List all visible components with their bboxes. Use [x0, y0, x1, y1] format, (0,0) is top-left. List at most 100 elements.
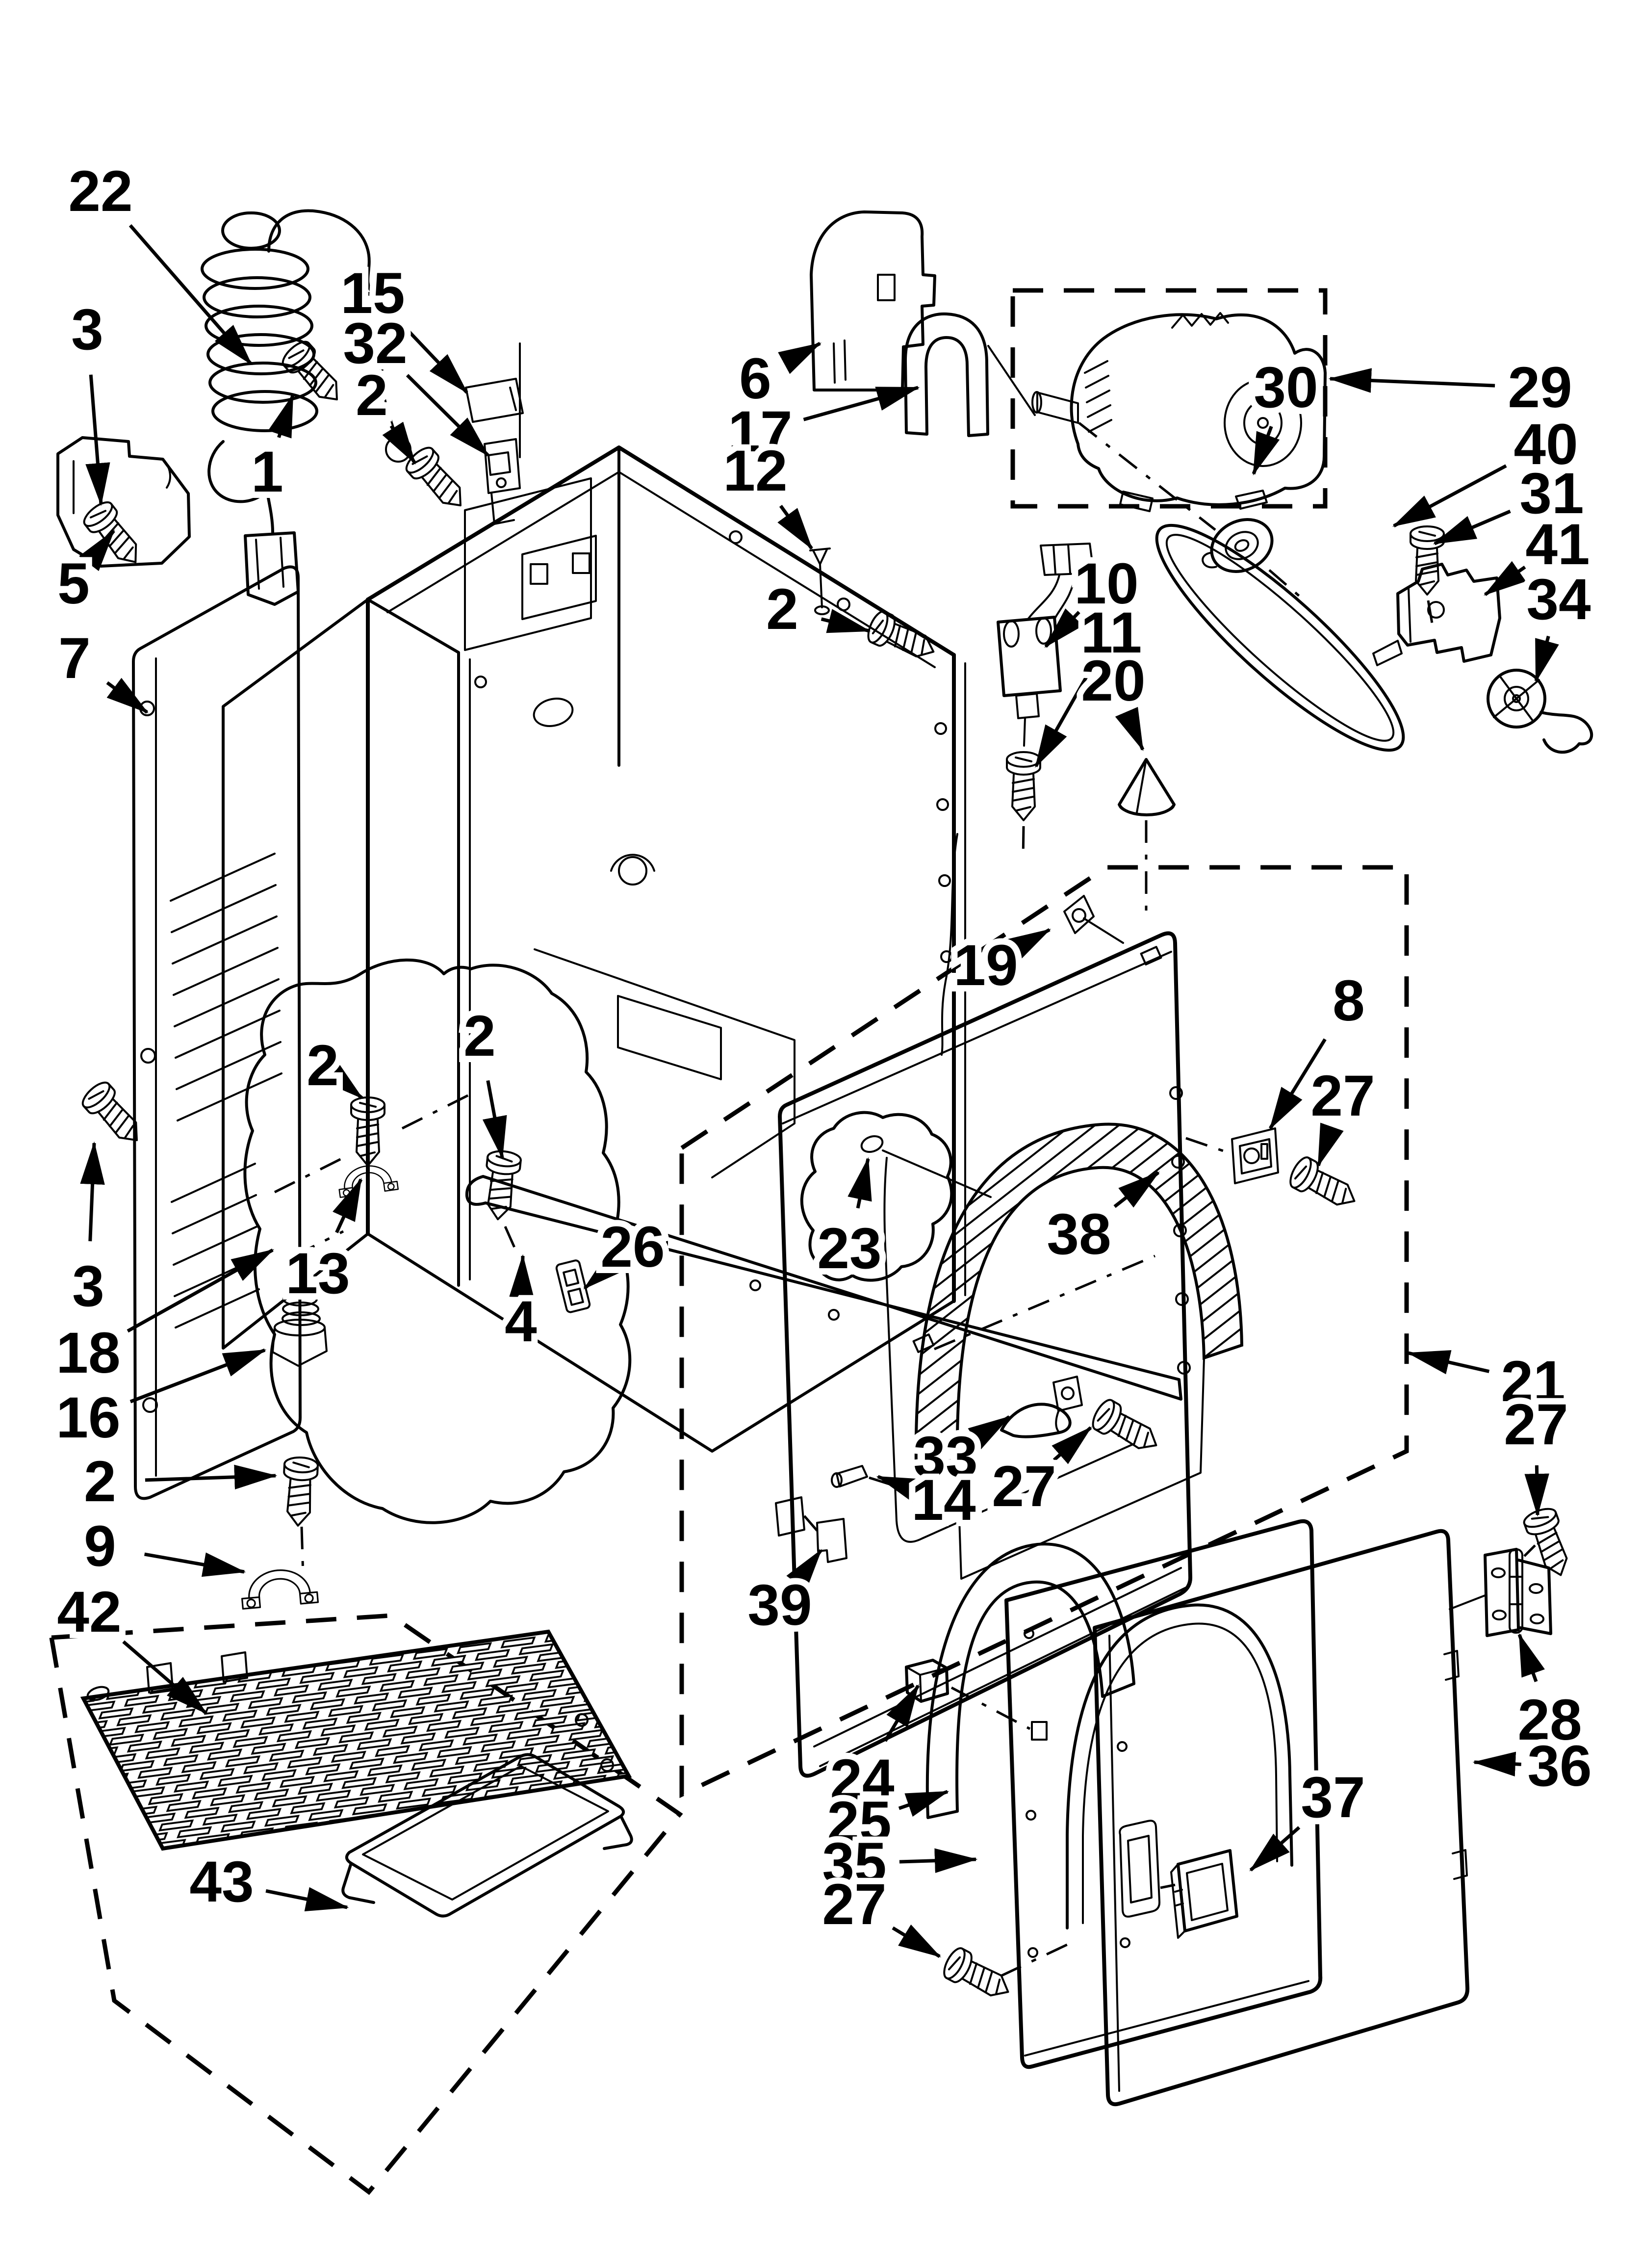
wire-clamp-9 [239, 1566, 319, 1610]
callout-leader-2-43 [482, 1080, 507, 1160]
callout-leader-32-4 [406, 374, 489, 457]
cord-shield-plate [56, 436, 191, 568]
screw-2 [401, 443, 474, 518]
louver-vents [170, 853, 282, 1329]
callout-leader-29-15 [1328, 368, 1495, 393]
callout-label-21-24: 21 [1501, 1349, 1565, 1414]
callout-label-30-16: 30 [1254, 355, 1318, 420]
callout-leader-28-26 [1517, 1633, 1545, 1682]
callout-label-8-22: 8 [1333, 968, 1365, 1033]
callout-label-26-39: 26 [600, 1215, 665, 1279]
callout-leader-42-49 [122, 1640, 207, 1715]
callout-label-24-29: 24 [830, 1747, 894, 1812]
serial-label [465, 342, 524, 458]
callout-leader-9-48 [144, 1552, 246, 1577]
callout-label-22-0: 22 [68, 159, 132, 224]
callout-leader-24-29 [883, 1684, 920, 1742]
callout-leader-33-34 [968, 1415, 1011, 1450]
pin-14 [831, 1465, 900, 1489]
callout-leader-16-46 [129, 1348, 267, 1404]
heater-frame-43 [341, 1753, 633, 1918]
motor-pulley [1202, 518, 1274, 573]
push-clip-12 [809, 547, 831, 615]
callout-leader-23-37 [847, 1157, 872, 1209]
callout-leader-19-21 [1007, 928, 1052, 961]
callout-leader-27-23 [1316, 1122, 1344, 1168]
callout-label-32-4: 32 [343, 311, 407, 376]
callout-label-3-1: 3 [71, 297, 103, 362]
callout-label-17-9: 17 [728, 399, 792, 464]
callout-leader-18-45 [127, 1248, 275, 1333]
screw-2-clamp [282, 1457, 318, 1526]
callout-leader-2-41 [322, 1062, 363, 1099]
callout-label-42-49: 42 [57, 1580, 121, 1644]
idler-pulley [1487, 669, 1593, 754]
callout-label-18-45: 18 [56, 1321, 120, 1385]
callout-leader-40-17 [1392, 464, 1507, 528]
callout-label-10-12: 10 [1074, 551, 1138, 616]
callout-leader-5-6 [79, 529, 115, 572]
power-cord [201, 209, 411, 606]
callout-label-27-35: 27 [992, 1454, 1056, 1519]
clip-19 [1063, 895, 1124, 944]
clip-39 [775, 1496, 847, 1563]
callout-leader-31-18 [1433, 509, 1511, 546]
callout-label-29-15: 29 [1508, 355, 1572, 420]
screw-3-lower [77, 1077, 151, 1152]
callout-leader-35-31 [899, 1848, 978, 1873]
screw-27-panel [1286, 1154, 1362, 1216]
callout-label-37-28: 37 [1301, 1765, 1365, 1830]
callout-leader-2-11 [821, 609, 871, 633]
callout-leader-15-3 [402, 325, 468, 394]
cone-leg-20 [1118, 758, 1176, 816]
callout-leader-10-12 [1044, 608, 1083, 648]
callout-leader-6-8 [778, 341, 822, 374]
idler-bracket [1372, 563, 1501, 666]
door-catch-33 [1000, 1376, 1083, 1438]
callout-leader-27-25 [1524, 1465, 1549, 1517]
cabinet-shell [222, 445, 1182, 1453]
cabinet-cutaway [243, 958, 632, 1524]
callout-label-13-42: 13 [285, 1241, 350, 1306]
callout-leader-26-39 [583, 1252, 624, 1290]
callout-label-14-36: 14 [911, 1468, 975, 1533]
callout-leader-2-5 [382, 421, 416, 465]
screw-11 [1006, 751, 1041, 821]
callout-label-23-37: 23 [817, 1216, 881, 1281]
callout-label-34-20: 34 [1526, 567, 1591, 632]
front-panel-box [679, 865, 1409, 1799]
callout-label-2-11: 2 [766, 577, 798, 642]
callout-leader-4-40 [509, 1254, 534, 1298]
callout-label-43-50: 43 [189, 1850, 254, 1914]
door-rim-seal [925, 1542, 1135, 1819]
door-hinge [1449, 1544, 1552, 1637]
callout-label-2-47: 2 [84, 1449, 116, 1514]
callout-label-11-13: 11 [1081, 600, 1142, 665]
door-opening [956, 1166, 1205, 1580]
callout-label-4-40: 4 [505, 1289, 537, 1354]
callout-label-16-46: 16 [56, 1385, 120, 1450]
callout-label-1-2: 1 [251, 440, 283, 504]
callout-label-19-21: 19 [953, 933, 1018, 998]
callout-label-27-23: 27 [1310, 1064, 1375, 1128]
callout-label-39-33: 39 [747, 1573, 812, 1638]
callout-leader-36-27 [1472, 1751, 1521, 1777]
callout-label-3-44: 3 [72, 1254, 104, 1319]
callout-label-2-5: 2 [356, 363, 388, 428]
callout-leader-39-33 [786, 1549, 822, 1591]
callout-leader-2-47 [145, 1464, 278, 1489]
callout-label-41-19: 41 [1525, 512, 1590, 577]
callout-leader-7-7 [106, 678, 149, 714]
harness-cutaway-23 [800, 1111, 992, 1282]
callout-label-15-3: 15 [340, 261, 405, 326]
door-handle [1160, 1849, 1238, 1939]
screw-27-catch [1088, 1396, 1166, 1461]
motor-cover-bracket [810, 210, 936, 391]
rear-side-panel [132, 565, 302, 1500]
callout-label-35-31: 35 [822, 1831, 886, 1896]
callout-leader-8-22 [1269, 1038, 1327, 1130]
inner-door-panel [950, 1519, 1323, 2069]
callout-leader-22-0 [128, 224, 253, 365]
